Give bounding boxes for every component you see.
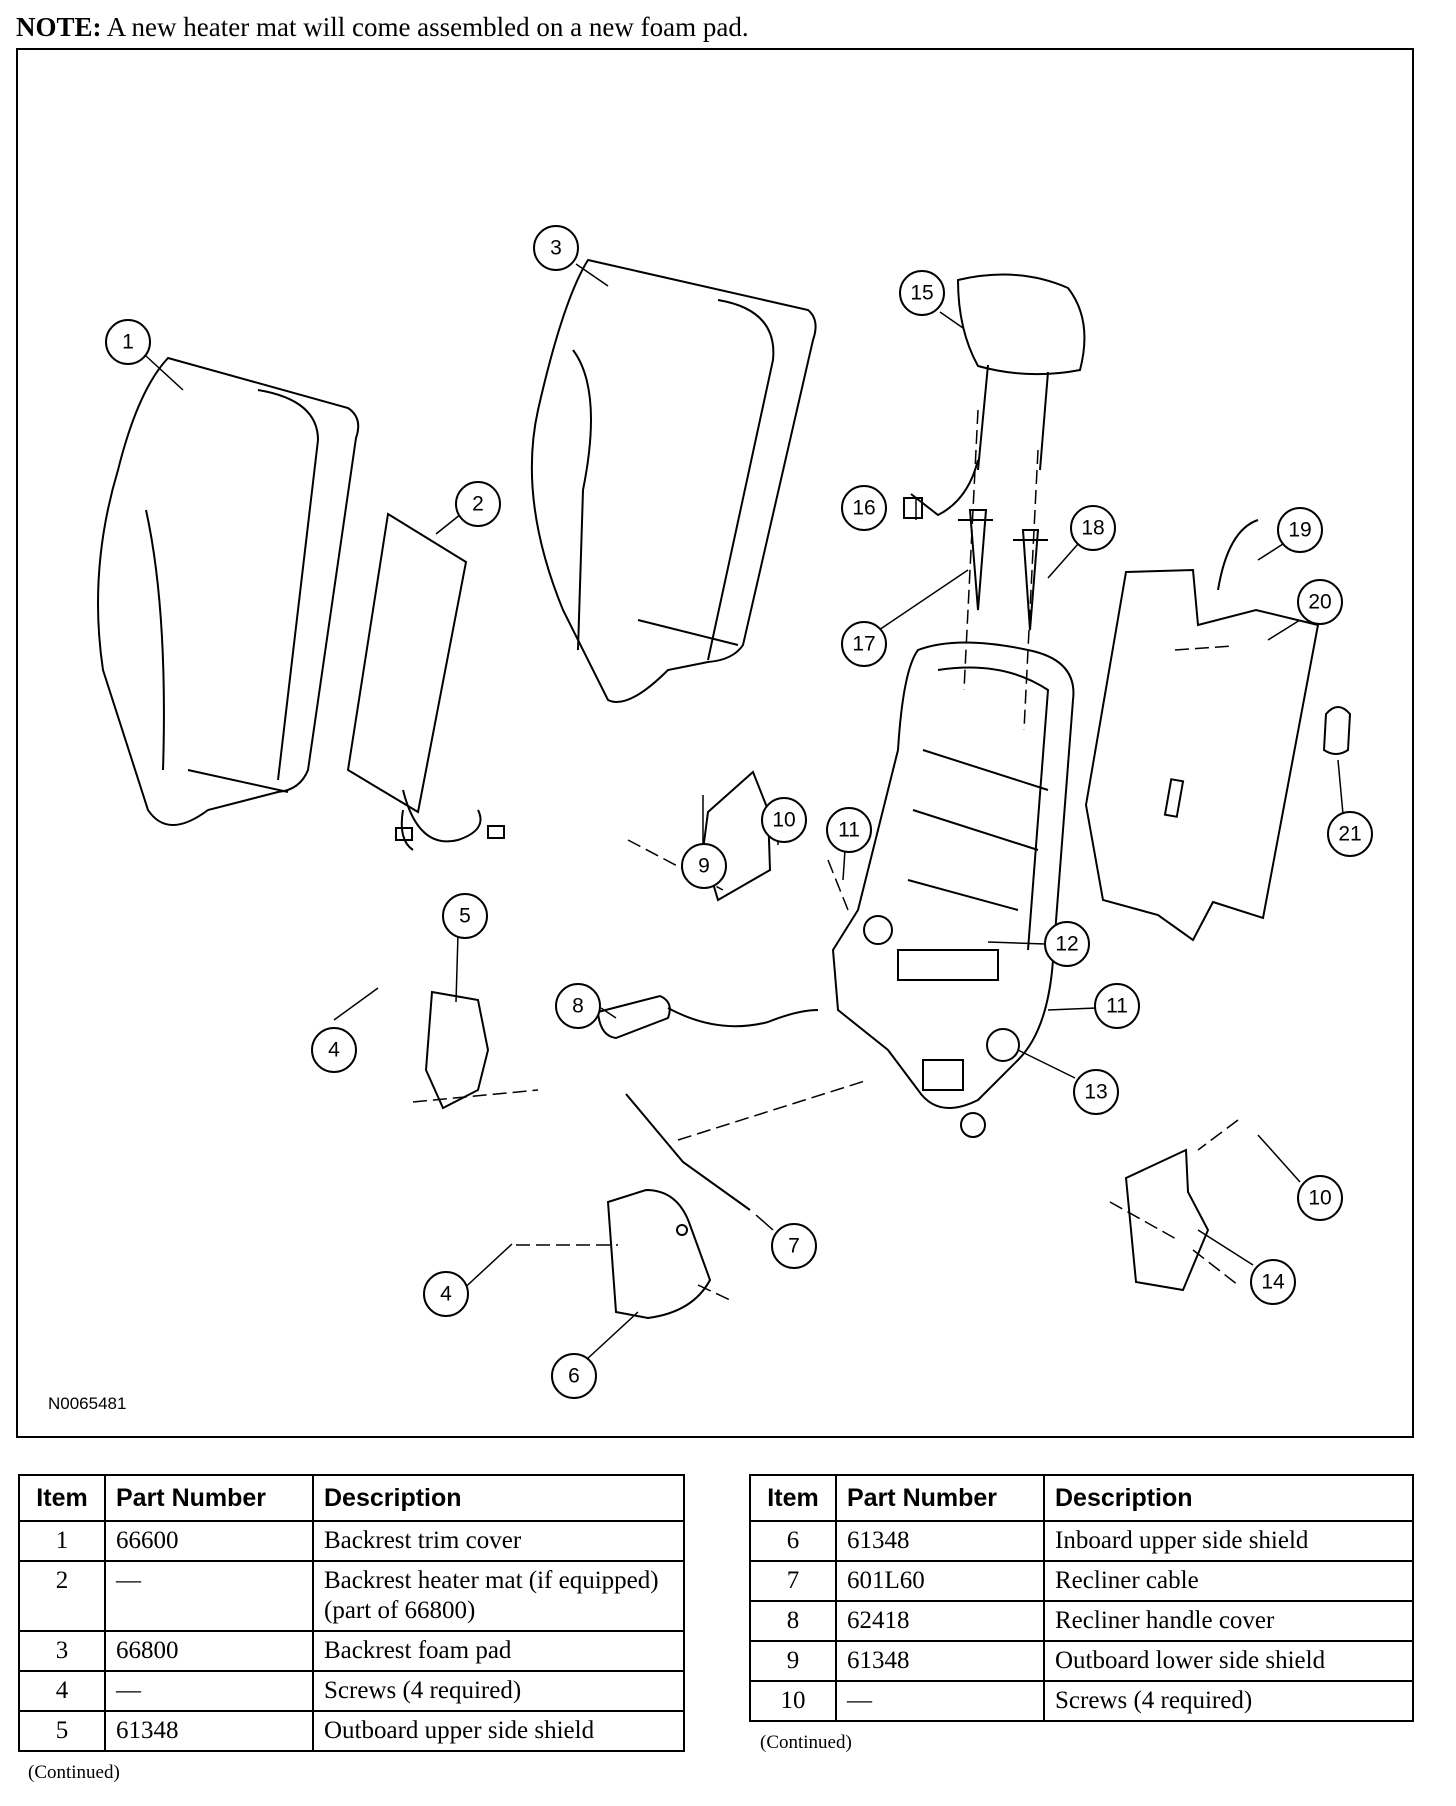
table-row: 2 — Backrest heater mat (if equipped) (p… [18,1560,685,1632]
cell-item: 8 [749,1600,837,1642]
note-body: A new heater mat will come assembled on … [106,12,749,42]
callout-label: 11 [838,819,860,842]
callout-label: 16 [852,497,875,520]
callout-label: 19 [1288,519,1311,542]
cell-part-number: 61348 [104,1710,314,1752]
header-description: Description [1043,1474,1414,1522]
cell-description: Backrest foam pad [312,1630,685,1672]
cell-description: Screws (4 required) [312,1670,685,1712]
callout-label: 13 [1084,1081,1107,1104]
cell-item: 10 [749,1680,837,1722]
table-row: 4 — Screws (4 required) [18,1670,685,1712]
backrest-foam-pad-drawing [530,258,817,703]
table-row: 3 66800 Backrest foam pad [18,1630,685,1672]
note-label: NOTE: [16,12,102,42]
header-part-number: Part Number [104,1474,314,1522]
cell-description: Outboard upper side shield [312,1710,685,1752]
exploded-view-figure: 1 2 3 4 4 5 6 7 8 9 10 10 11 11 12 13 14… [16,48,1414,1438]
figure-id: N0065481 [48,1394,127,1413]
table-row: 6 61348 Inboard upper side shield [749,1520,1414,1562]
cell-description: Inboard upper side shield [1043,1520,1414,1562]
callout-label: 9 [698,855,710,878]
table-header-row: Item Part Number Description [749,1474,1414,1522]
callout-label: 4 [440,1283,452,1306]
callout-circles [105,225,1373,1399]
header-item: Item [18,1474,106,1522]
table-row: 7 601L60 Recliner cable [749,1560,1414,1602]
callout-label: 1 [122,331,134,354]
callout-label: 15 [910,282,933,305]
continued-note-left: (Continued) [28,1762,120,1783]
callout-label: 5 [459,905,471,928]
callout-label: 3 [550,237,562,260]
table-row: 9 61348 Outboard lower side shield [749,1640,1414,1682]
callout-label: 14 [1261,1271,1285,1294]
header-item: Item [749,1474,837,1522]
cell-item: 1 [18,1520,106,1562]
callout-label: 2 [472,493,484,516]
cell-part-number: 66600 [104,1520,314,1562]
headrest-drawing [956,273,1086,376]
table-row: 8 62418 Recliner handle cover [749,1600,1414,1642]
cell-item: 2 [18,1560,106,1632]
cell-description: Outboard lower side shield [1043,1640,1414,1682]
table-header-row: Item Part Number Description [18,1474,685,1522]
table-row: 10 — Screws (4 required) [749,1680,1414,1722]
cell-part-number: 61348 [835,1520,1045,1562]
inboard-upper-side-shield-drawing [606,1188,712,1320]
backrest-trim-cover-drawing [97,356,360,826]
header-description: Description [312,1474,685,1522]
table-row: 5 61348 Outboard upper side shield [18,1710,685,1752]
cell-item: 3 [18,1630,106,1672]
cell-part-number: 62418 [835,1600,1045,1642]
cell-item: 7 [749,1560,837,1602]
header-part-number: Part Number [835,1474,1045,1522]
callout-label: 17 [852,633,875,656]
cell-part-number: — [835,1680,1045,1722]
parts-table-left: Item Part Number Description 1 66600 Bac… [18,1474,685,1752]
seat-frame-drawing [831,641,1075,1109]
seat-backrest-exploded-diagram: 1 2 3 4 4 5 6 7 8 9 10 10 11 11 12 13 14… [97,225,1373,1399]
note-text: NOTE: A new heater mat will come assembl… [16,12,749,43]
callout-label: 10 [1308,1187,1331,1210]
callout-label: 10 [772,809,795,832]
cell-item: 4 [18,1670,106,1712]
cell-part-number: — [104,1560,314,1632]
cell-item: 9 [749,1640,837,1682]
callout-label: 20 [1308,591,1331,614]
cell-part-number: — [104,1670,314,1712]
cell-description: Recliner cable [1043,1560,1414,1602]
cell-item: 5 [18,1710,106,1752]
cell-description: Backrest trim cover [312,1520,685,1562]
callout-label: 8 [572,995,584,1018]
recliner-handle-cover-drawing [596,994,671,1040]
cell-description: Backrest heater mat (if equipped) (part … [312,1560,685,1632]
heater-mat-drawing [346,512,468,814]
callout-label: 6 [568,1365,580,1388]
parts-table-right: Item Part Number Description 6 61348 Inb… [749,1474,1414,1722]
continued-note-right: (Continued) [760,1732,852,1753]
inboard-lower-side-shield-drawing [1124,1148,1210,1292]
cell-part-number: 66800 [104,1630,314,1672]
cell-part-number: 61348 [835,1640,1045,1682]
callout-label: 7 [788,1235,800,1258]
cell-item: 6 [749,1520,837,1562]
callout-label: 4 [328,1039,340,1062]
cell-description: Screws (4 required) [1043,1680,1414,1722]
callout-label: 12 [1055,933,1078,956]
table-row: 1 66600 Backrest trim cover [18,1520,685,1562]
recliner-cable-drawing [625,1093,751,1211]
callout-label: 21 [1338,823,1361,846]
back-panel-drawing [1084,568,1320,942]
callout-label: 18 [1081,517,1104,540]
cell-description: Recliner handle cover [1043,1600,1414,1642]
outboard-upper-side-shield-drawing [424,990,490,1110]
cell-part-number: 601L60 [835,1560,1045,1602]
callout-label: 11 [1106,995,1128,1018]
